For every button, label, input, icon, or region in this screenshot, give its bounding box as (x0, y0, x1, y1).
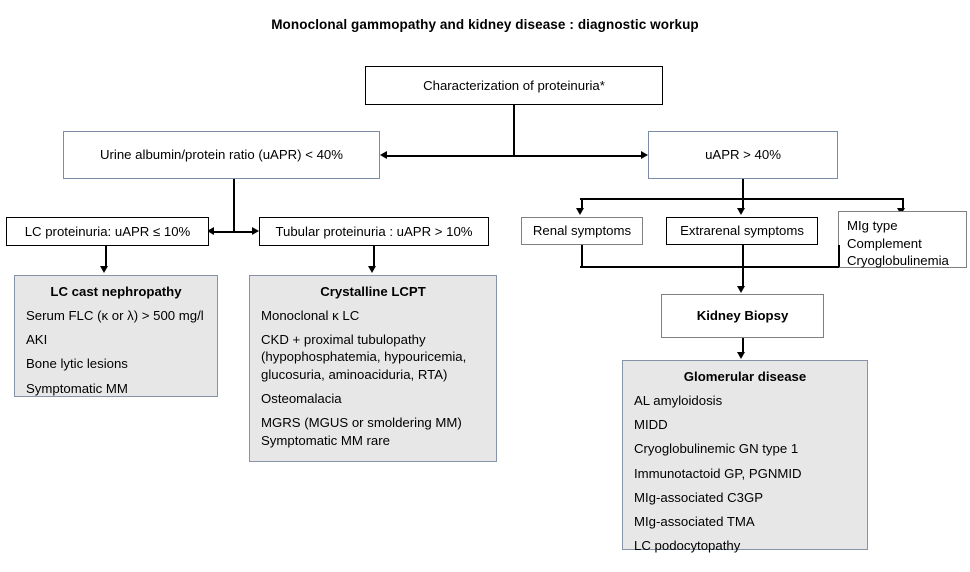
panel-line: MIg-associated C3GP (634, 489, 763, 505)
node-label: Characterization of proteinuria* (423, 77, 605, 93)
connector-merge-to-biopsy (742, 266, 744, 288)
panel-line: Symptomatic MM (26, 380, 128, 396)
node-line: Complement (847, 235, 922, 251)
arrow-to-uapr-high-icon (641, 151, 648, 159)
connector-tubular-to-panel (373, 246, 375, 268)
panel-line: Serum FLC (κ or λ) > 500 mg/l (26, 308, 204, 324)
connector-biopsy-to-glomerular (742, 338, 744, 354)
node-label: LC proteinuria: uAPR ≤ 10% (24, 223, 191, 239)
arrow-to-crystalline-panel-icon (368, 266, 376, 273)
connector-bus-to-extrarenal (742, 198, 744, 210)
node-renal-symptoms[interactable]: Renal symptoms (521, 217, 643, 245)
connector-bus-to-renal (581, 198, 583, 210)
panel-line: Symptomatic MM rare (261, 433, 390, 449)
panel-glomerular-disease: Glomerular disease AL amyloidosis MIDD C… (622, 360, 868, 553)
node-lc-proteinuria[interactable]: LC proteinuria: uAPR ≤ 10% (6, 217, 209, 246)
connector-level3-right-bus (580, 198, 903, 200)
connector-level3-left-bus (214, 231, 254, 233)
panel-line: Monoclonal κ LC (261, 308, 360, 324)
node-label: Kidney Biopsy (696, 308, 789, 324)
panel-title: Crystalline LCPT (320, 284, 426, 299)
panel-line: CKD + proximal tubulopathy (hypophosphat… (261, 332, 467, 382)
node-tubular-proteinuria[interactable]: Tubular proteinuria : uAPR > 10% (259, 217, 489, 246)
node-label: Renal symptoms (532, 223, 632, 239)
node-line: Cryoglobulinemia (847, 253, 949, 269)
node-mig-type[interactable]: MIg type Complement Cryoglobulinemia (838, 211, 967, 268)
panel-line: Bone lytic lesions (26, 356, 128, 372)
connector-merge-bus (580, 266, 839, 268)
node-uapr-low[interactable]: Urine albumin/protein ratio (uAPR) < 40% (63, 131, 380, 179)
connector-uapr-high-stem (742, 179, 744, 199)
arrow-to-lc-cast-panel-icon (100, 266, 108, 273)
node-line: MIg type (847, 218, 898, 233)
connector-uapr-low-stem (233, 179, 235, 231)
panel-title: LC cast nephropathy (50, 284, 182, 299)
node-label: Urine albumin/protein ratio (uAPR) < 40% (100, 147, 343, 163)
arrow-to-lc-proteinuria-icon (207, 227, 214, 235)
connector-bus-to-mig-type (902, 198, 904, 210)
panel-title: Glomerular disease (683, 369, 807, 384)
arrow-to-extrarenal-symptoms-icon (737, 208, 745, 215)
panel-line: MGRS (MGUS or smoldering MM) (261, 414, 462, 430)
node-label: Extrarenal symptoms (680, 223, 804, 239)
panel-line: AKI (26, 332, 48, 348)
connector-lc-proteinuria-to-panel (105, 246, 107, 268)
panel-lc-cast-nephropathy: LC cast nephropathy Serum FLC (κ or λ) >… (14, 275, 218, 397)
panel-crystalline-lcpt: Crystalline LCPT Monoclonal κ LC CKD + p… (249, 275, 497, 462)
connector-mig-down (838, 245, 840, 267)
connector-root-stem (513, 105, 515, 155)
panel-line: MIDD (634, 417, 668, 433)
panel-line: LC podocytopathy (634, 538, 741, 554)
node-extrarenal-symptoms[interactable]: Extrarenal symptoms (666, 217, 818, 245)
node-characterization-of-proteinuria[interactable]: Characterization of proteinuria* (365, 66, 663, 105)
node-uapr-high[interactable]: uAPR > 40% (648, 131, 838, 179)
panel-line: MIg-associated TMA (634, 513, 755, 529)
panel-line: Immunotactoid GP, PGNMID (634, 465, 802, 481)
panel-line: Osteomalacia (261, 390, 342, 406)
panel-line: AL amyloidosis (634, 393, 723, 409)
connector-extrarenal-down (742, 245, 744, 267)
arrow-to-glomerular-disease-icon (737, 352, 745, 359)
node-label: uAPR > 40% (705, 147, 781, 163)
panel-line: Cryoglobulinemic GN type 1 (634, 441, 799, 457)
arrow-to-uapr-low-icon (380, 151, 387, 159)
node-kidney-biopsy[interactable]: Kidney Biopsy (661, 294, 824, 338)
arrow-to-tubular-proteinuria-icon (252, 227, 259, 235)
arrow-to-kidney-biopsy-icon (737, 286, 745, 293)
connector-renal-down (581, 245, 583, 267)
arrow-to-renal-symptoms-icon (576, 208, 584, 215)
node-label: Tubular proteinuria : uAPR > 10% (275, 223, 473, 239)
connector-level2-bus (387, 155, 641, 157)
page-title: Monoclonal gammopathy and kidney disease… (271, 17, 699, 32)
